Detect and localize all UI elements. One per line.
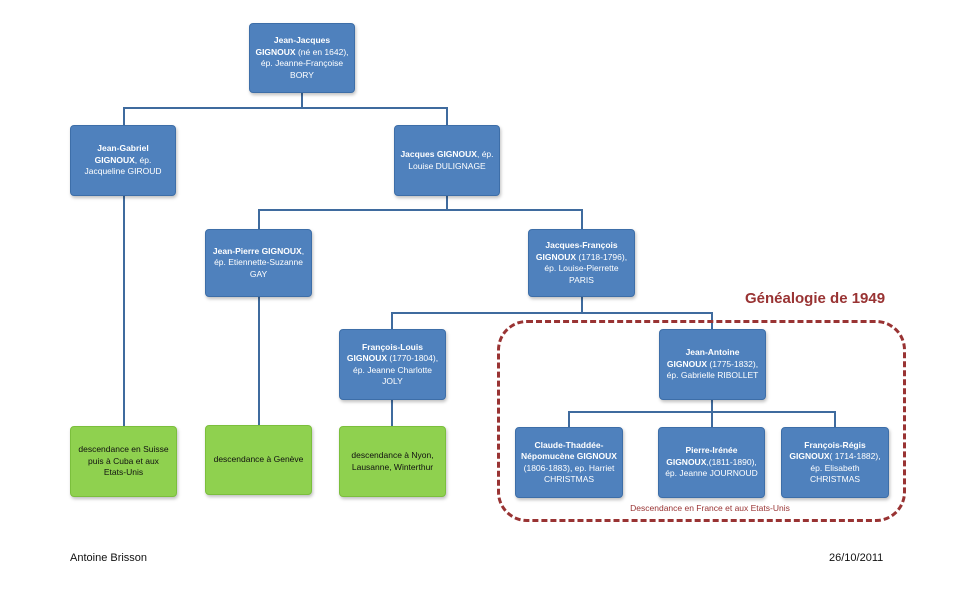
- node-name: Pierre-Irénée GIGNOUX: [666, 445, 738, 467]
- genealogie-1949-title: Généalogie de 1949: [745, 290, 886, 307]
- node-detail: , ép. Jacqueline GIROUD: [84, 154, 162, 177]
- connector-jean-gabriel-down: [123, 196, 125, 426]
- node-detail: (1806-1883), ep. Harriet CHRISTMAS: [523, 462, 615, 485]
- node-detail: , ép. Louise DULIGNAGE: [408, 149, 494, 171]
- connector-gen5-bar: [568, 411, 836, 413]
- node-jean-antoine: Jean-Antoine GIGNOUX (1775-1832), ép. Ga…: [659, 329, 766, 400]
- connector-pierre-irenee-up: [711, 411, 713, 428]
- connector-francois-regis-up: [834, 411, 836, 428]
- node-francois-louis: François-Louis GIGNOUX (1770-1804), ép. …: [339, 329, 446, 400]
- footer-date: 26/10/2011: [829, 552, 884, 564]
- descendance-geneve: descendance à Genève: [205, 425, 312, 495]
- connector-jacques-up: [446, 107, 448, 126]
- descendance-suisse-label: descendance en Suisse puis à Cuba et aux…: [78, 444, 169, 478]
- connector-jean-antoine-down: [711, 400, 713, 412]
- node-name: Jacques-François GIGNOUX: [535, 240, 618, 262]
- descendance-france-label: Descendance en France et aux Etats-Unis: [630, 503, 790, 513]
- descendance-geneve-label: descendance à Genève: [213, 454, 304, 465]
- node-jean-gabriel: Jean-Gabriel GIGNOUX, ép. Jacqueline GIR…: [70, 125, 176, 196]
- node-pierre-irenee: Pierre-Irénée GIGNOUX,(1811-1890), ép. J…: [658, 427, 765, 498]
- node-jacques-francois: Jacques-François GIGNOUX (1718-1796), ép…: [528, 229, 635, 297]
- footer-author: Antoine Brisson: [70, 552, 148, 564]
- node-name: François-Régis GIGNOUX: [789, 439, 866, 462]
- node-detail: ,(1811-1890), ép. Jeanne JOURNOUD: [665, 456, 758, 479]
- node-claude-thaddee: Claude-Thaddée-Népomucène GIGNOUX (1806-…: [515, 427, 623, 498]
- node-jean-pierre: Jean-Pierre GIGNOUX, ép. Etiennette-Suza…: [205, 229, 312, 297]
- node-name: Jacques GIGNOUX: [400, 149, 477, 159]
- connector-root-down: [301, 93, 303, 108]
- node-jean-jacques: Jean-Jacques GIGNOUX (né en 1642), ép. J…: [249, 23, 355, 93]
- connector-jean-gabriel-up: [123, 107, 125, 126]
- genealogie-1949-frame: [497, 320, 906, 522]
- node-detail: ( 1714-1882), ép. Elisabeth CHRISTMAS: [809, 451, 881, 484]
- node-jacques: Jacques GIGNOUX, ép. Louise DULIGNAGE: [394, 125, 500, 196]
- connector-jacques-francois-down: [581, 297, 583, 313]
- node-detail: , ép. Etiennette-Suzanne GAY: [214, 245, 305, 279]
- node-name: Claude-Thaddée-Népomucène GIGNOUX: [521, 439, 617, 462]
- node-name: Jean-Antoine GIGNOUX: [666, 347, 740, 369]
- node-detail: (né en 1642), ép. Jeanne-Françoise BORY: [260, 46, 349, 80]
- node-detail: (1718-1796), ép. Louise-Pierrette PARIS: [544, 251, 628, 285]
- node-name: François-Louis GIGNOUX: [346, 341, 423, 364]
- connector-gen3-bar: [258, 209, 583, 211]
- node-detail: (1770-1804), ép. Jeanne Charlotte JOLY: [353, 353, 439, 386]
- connector-francois-louis-up: [391, 312, 393, 329]
- node-name: Jean-Jacques GIGNOUX: [255, 35, 331, 57]
- connector-francois-louis-down: [391, 400, 393, 427]
- connector-gen2-bar: [123, 107, 448, 109]
- connector-jean-pierre-down: [258, 297, 260, 425]
- node-francois-regis: François-Régis GIGNOUX( 1714-1882), ép. …: [781, 427, 889, 498]
- connector-claude-up: [568, 411, 570, 428]
- descendance-nyon: descendance à Nyon, Lausanne, Winterthur: [339, 426, 446, 497]
- connector-jacques-down: [446, 196, 448, 210]
- connector-jean-pierre-up: [258, 209, 260, 230]
- connector-jacques-francois-up: [581, 209, 583, 230]
- connector-gen4-bar: [391, 312, 713, 314]
- node-name: Jean-Gabriel GIGNOUX: [94, 143, 149, 165]
- node-name: Jean-Pierre GIGNOUX: [212, 245, 302, 256]
- descendance-suisse: descendance en Suisse puis à Cuba et aux…: [70, 426, 177, 497]
- descendance-nyon-label: descendance à Nyon, Lausanne, Winterthur: [351, 450, 434, 472]
- node-detail: (1775-1832), ép. Gabrielle RIBOLLET: [666, 358, 759, 381]
